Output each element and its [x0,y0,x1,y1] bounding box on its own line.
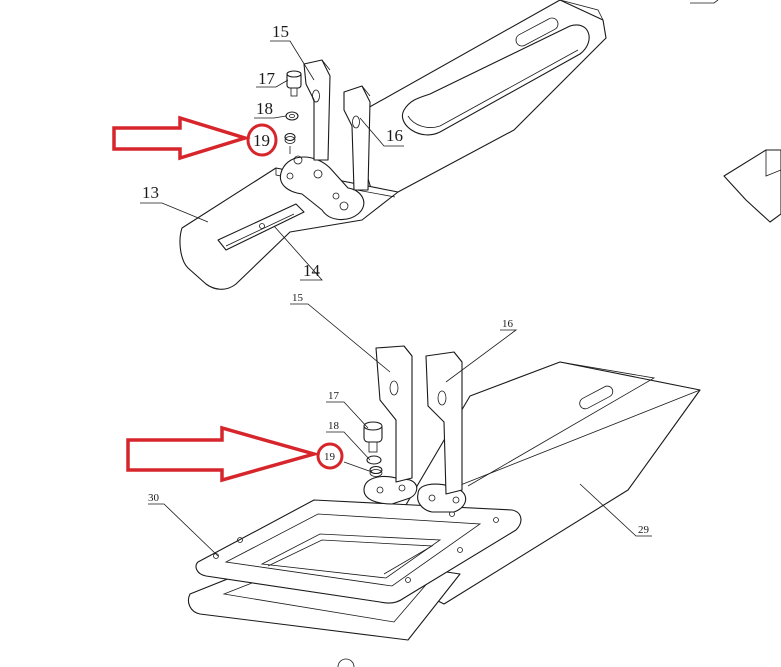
callout-b19: 19 [324,451,336,463]
part-30-frame [195,499,522,604]
bottom-bracket-lobes [363,475,418,505]
highlight-circle-19-bottom [316,442,344,470]
top-arm-slot [515,17,559,47]
right-partial-bracket [690,0,781,223]
leader-14 [273,225,323,281]
bottom-part-19-nut [369,465,383,475]
bottom-part-18-washer [366,455,382,465]
leader-b17 [326,401,369,429]
callout-16: 16 [386,126,403,145]
leader-b19 [343,461,373,473]
part-14-slot-plate [217,203,305,251]
bottom-part-17-screw [363,421,383,453]
leader-b30 [148,503,219,557]
callout-b15: 15 [292,292,304,304]
part-15-plate [303,59,331,161]
highlight-circle-19-top [246,123,278,157]
part-16-plate [343,85,371,191]
top-view: 13 14 15 16 17 18 19 [112,0,607,290]
leader-18 [254,115,287,119]
leader-17 [256,79,289,88]
highlight-arrow-bottom [126,425,321,483]
part-18-washer [285,111,299,121]
callout-19: 19 [253,131,270,150]
highlight-arrow-top [112,115,251,161]
bottom-view: 15 16 17 18 19 29 30 [126,292,701,641]
leader-b18 [326,431,371,461]
leader-16 [359,117,404,147]
top-arm-pad [401,24,590,136]
callout-13: 13 [142,183,159,202]
callout-17: 17 [258,69,276,88]
callout-14: 14 [303,261,321,280]
callout-b30: 30 [148,492,160,504]
callout-b29: 29 [638,524,650,536]
partial-circle-bottom [337,658,355,667]
leader-15 [270,40,315,81]
leader-b15 [290,303,391,373]
leader-b16 [445,329,518,383]
bottom-part-15-plate [375,345,413,483]
callout-18: 18 [256,99,273,118]
callout-b16: 16 [502,318,514,330]
callout-15: 15 [272,22,289,41]
callout-b18: 18 [328,420,340,432]
leader-13 [140,202,209,223]
part-19-nut [284,132,296,142]
leader-b29 [579,483,652,537]
part-17-screw [286,70,302,97]
callout-b17: 17 [328,390,340,402]
